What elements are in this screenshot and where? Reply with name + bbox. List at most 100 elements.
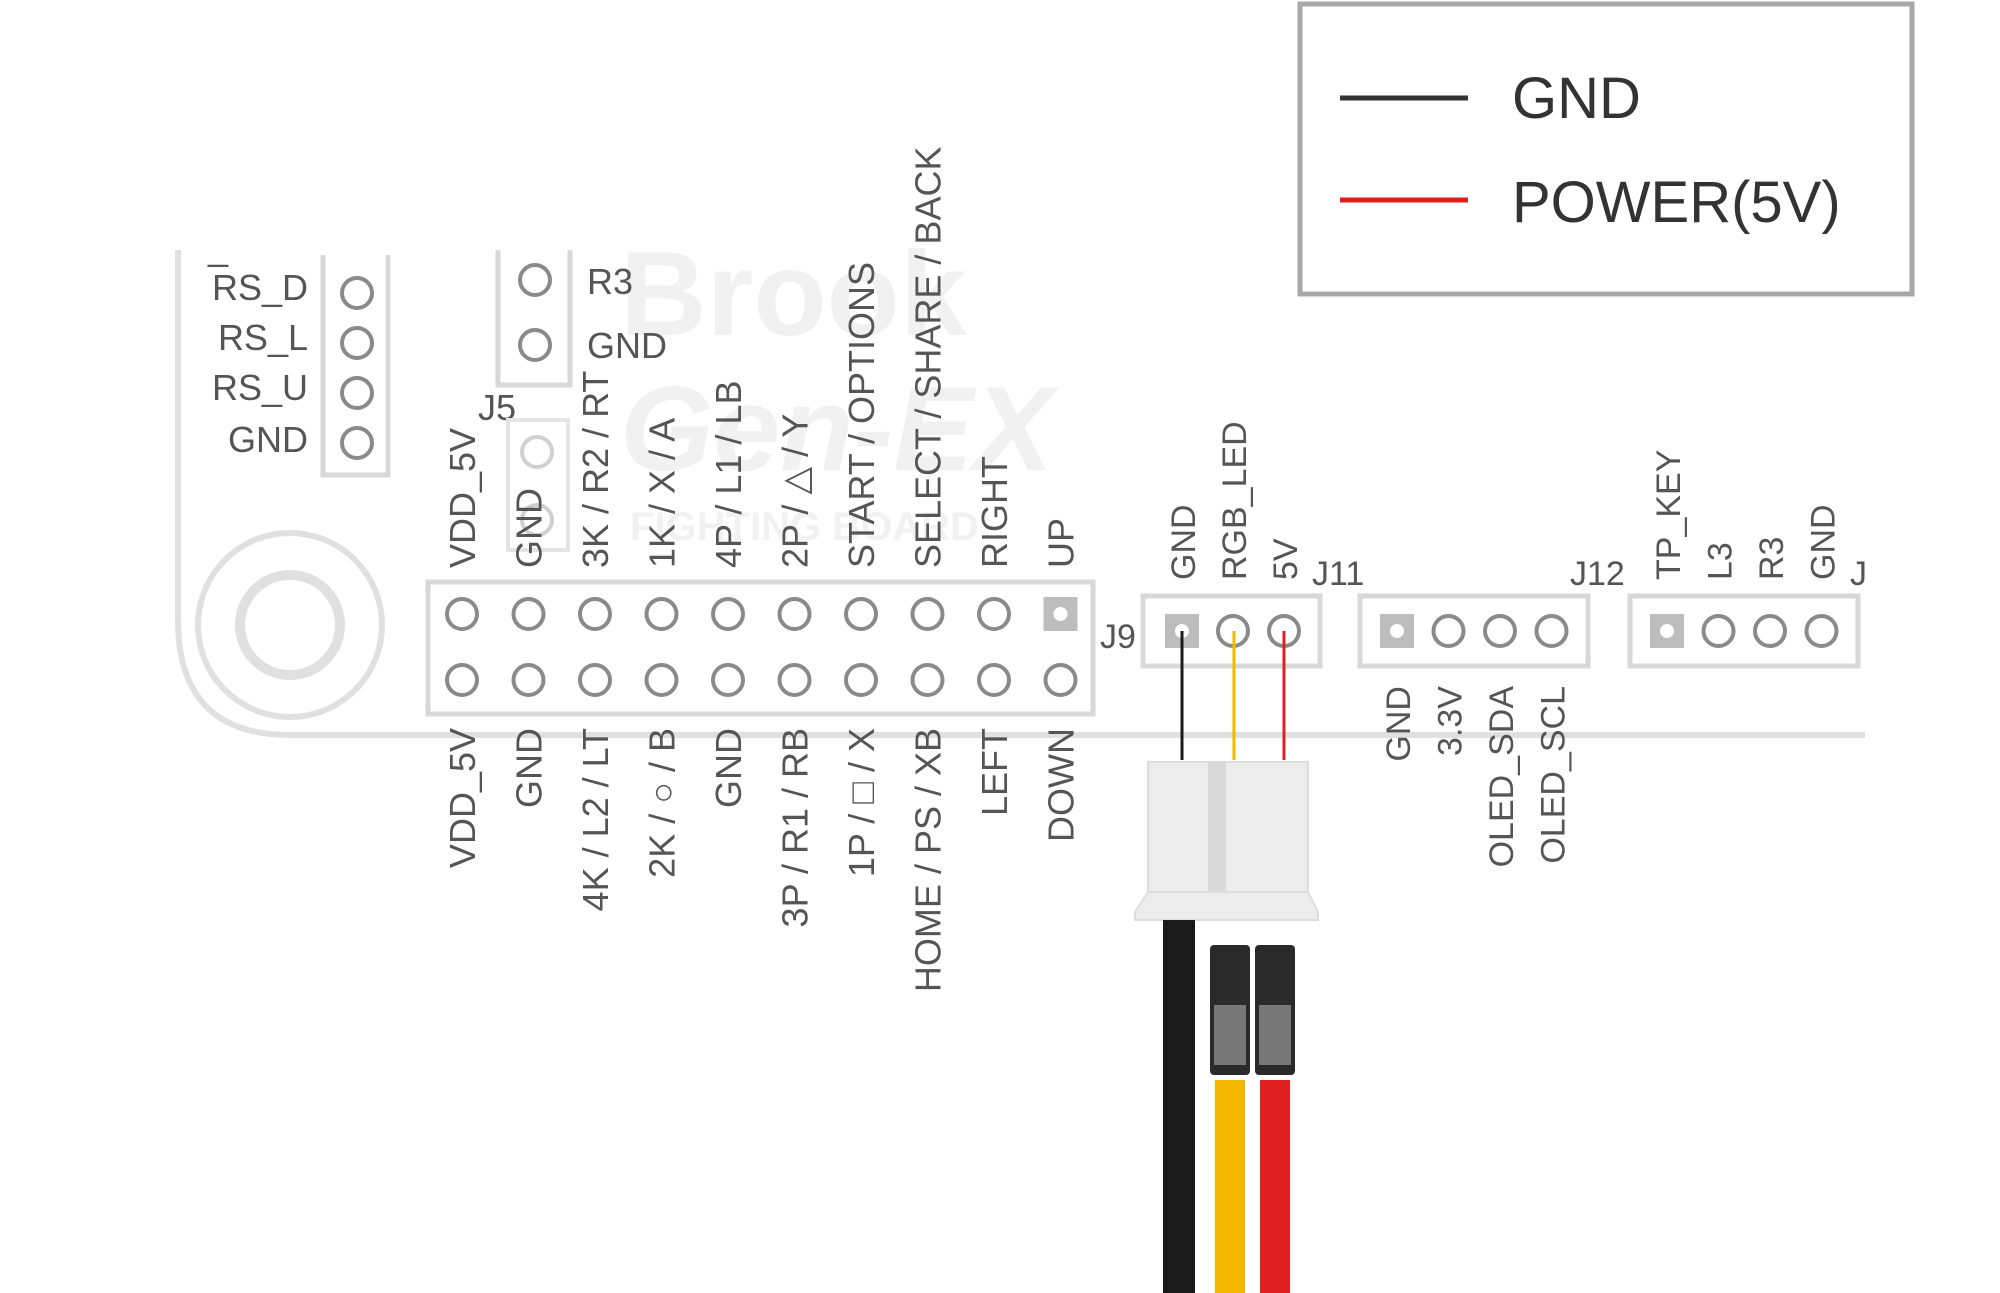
rs-header-box <box>320 255 391 478</box>
main-header: VDD_5V GND 3K / R2 / RT 1K / X / A 4P / L1 /… <box>425 147 1096 992</box>
header-pin <box>511 597 546 631</box>
j5-pin <box>520 503 554 537</box>
bottom-pin-label: 2K / ○ / B <box>642 728 683 878</box>
bottom-pin-label: VDD_5V <box>442 728 483 868</box>
rs-pin <box>340 276 374 310</box>
rs-pin <box>340 426 374 460</box>
j5-header: R3 GND J5 <box>478 250 667 552</box>
pin-label: OLED_SDA <box>1483 686 1521 868</box>
header-pin <box>1483 614 1517 648</box>
connector-body <box>1147 761 1309 893</box>
pin-label: OLED_SCL <box>1535 686 1573 864</box>
pin-label: GND <box>1805 504 1843 580</box>
top-pin-label: 4P / L1 / LB <box>708 381 749 568</box>
rs-partial-label: _ <box>207 227 229 268</box>
header-pin <box>1534 614 1569 648</box>
top-pin-label: 1K / X / A <box>642 418 683 568</box>
terminal-crimp <box>1259 1005 1291 1065</box>
terminal-crimp <box>1214 1005 1246 1065</box>
header-pin <box>578 597 612 631</box>
top-pin-label: GND <box>509 488 550 568</box>
header-pin <box>445 597 479 631</box>
header-pin <box>844 663 878 697</box>
j11-box <box>1357 593 1591 669</box>
led-cable <box>1215 1080 1245 1293</box>
header-pin <box>511 663 546 697</box>
brand-watermark: Brook Gen-EX FIGHTING BOARD <box>620 227 1060 549</box>
pin-label: R3 <box>1753 537 1791 580</box>
pin-label: GND <box>1380 686 1418 762</box>
bottom-pin-label: DOWN <box>1041 728 1082 842</box>
j5-pin <box>520 435 554 469</box>
gnd-label: GND <box>587 325 667 366</box>
header-pin <box>644 663 679 697</box>
header-pin <box>844 597 878 631</box>
legend-gnd-label: GND <box>1512 66 1641 131</box>
connector-base <box>1134 891 1319 921</box>
r3-label: R3 <box>587 261 633 302</box>
header-pin <box>711 597 745 631</box>
r3-header-box <box>495 250 573 388</box>
j5-box <box>506 418 570 552</box>
header-pin <box>711 663 745 697</box>
top-pin-label: START / OPTIONS <box>841 262 882 568</box>
top-pin-label: 3K / R2 / RT <box>575 371 616 568</box>
legend-power-label: POWER(5V) <box>1512 170 1841 235</box>
header-pin <box>777 597 812 631</box>
jst-connector <box>1134 761 1319 921</box>
j12-header: J12 J TP_KEY L3 R3 GND <box>1570 450 1867 669</box>
header-pin <box>578 663 612 697</box>
top-pin-label: UP <box>1041 518 1082 568</box>
header-pin <box>910 663 945 697</box>
pin-label: RGB_LED <box>1216 421 1254 580</box>
bottom-pin-label: 1P / □ / X <box>841 728 882 877</box>
top-pin-label: SELECT / SHARE / BACK <box>908 147 949 568</box>
header-pin <box>977 663 1011 697</box>
watermark-product: Gen-EX <box>620 362 1060 496</box>
header-pin <box>777 663 812 697</box>
watermark-tagline: FIGHTING BOARD <box>630 505 979 549</box>
legend-box <box>1297 1 1915 297</box>
board-outline <box>175 250 1865 738</box>
watermark-brand: Brook <box>620 227 967 361</box>
pin-label: 5V <box>1267 538 1305 580</box>
rs-pin <box>340 326 374 360</box>
header-pin <box>1043 663 1078 697</box>
connector-slot <box>1208 762 1226 892</box>
header-pin <box>1431 614 1466 648</box>
legend: GND POWER(5V) <box>1297 1 1915 297</box>
pin-label: 3.3V <box>1432 686 1470 756</box>
top-pin-label: RIGHT <box>974 456 1015 568</box>
j9-box <box>1140 593 1323 669</box>
r3-pin <box>518 263 552 297</box>
rs-pin-label: RS_L <box>218 317 308 358</box>
pin-1-hole <box>1390 624 1404 638</box>
rs-header: _ RS_D RS_L RS_U GND <box>207 227 391 478</box>
gnd-cable <box>1163 920 1195 1293</box>
bottom-pin-label: GND <box>708 728 749 808</box>
top-pin-label: VDD_5V <box>442 428 483 568</box>
j9-label: J9 <box>1100 618 1136 656</box>
bottom-pin-label: 3P / R1 / RB <box>775 728 816 927</box>
pin-label: L3 <box>1702 542 1740 580</box>
pin-label: TP_KEY <box>1650 450 1688 580</box>
header-pin <box>644 597 679 631</box>
j-partial-label: J <box>1850 555 1867 593</box>
mounting-hole-outer <box>195 530 385 720</box>
bottom-pin-label: 4K / L2 / LT <box>575 728 616 911</box>
header-pin <box>977 597 1011 631</box>
header-pin <box>1804 614 1839 648</box>
header-pin <box>445 663 479 697</box>
crimp-terminal-led <box>1210 945 1250 1075</box>
j12-box <box>1627 593 1861 669</box>
rs-pin <box>340 376 374 410</box>
bottom-pin-label: GND <box>509 728 550 808</box>
j11-header: J11 GND 3.3V OLED_SDA OLED_SCL <box>1312 555 1591 868</box>
j12-label: J12 <box>1570 555 1625 593</box>
pin-1-hole <box>1053 607 1068 621</box>
j11-label: J11 <box>1312 555 1364 593</box>
gnd-pin <box>518 328 552 362</box>
rs-pin-label: RS_U <box>212 367 308 408</box>
mounting-hole-inner <box>235 570 345 680</box>
